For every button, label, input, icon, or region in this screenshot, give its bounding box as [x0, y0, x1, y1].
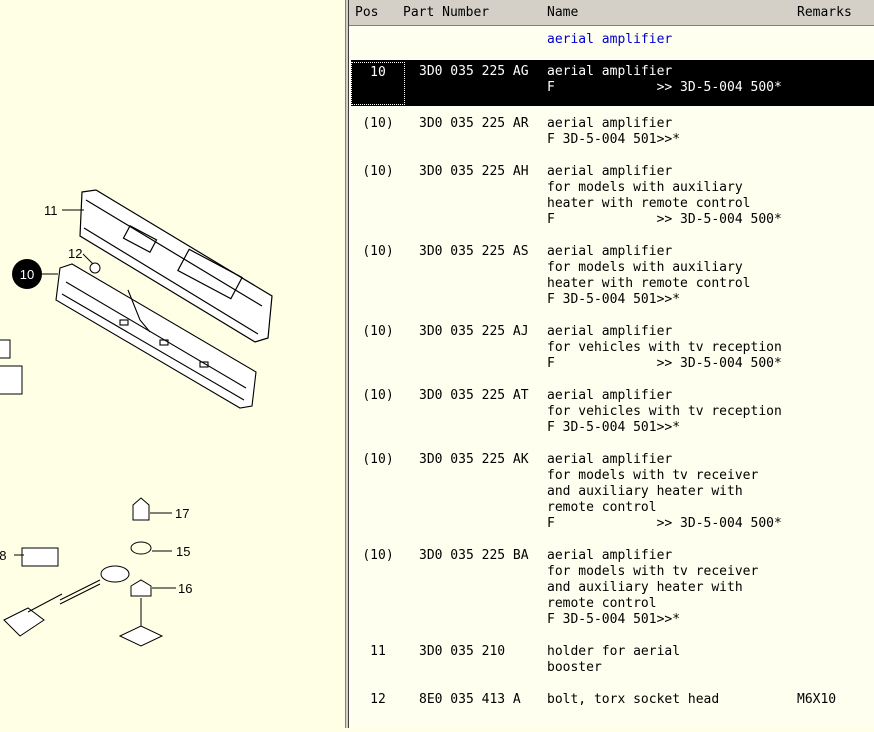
row-pos: (10) [362, 244, 394, 259]
row-pos: (10) [362, 452, 394, 467]
row-part-number: 3D0 035 225 AT [419, 388, 529, 403]
callout-12[interactable]: 12 [68, 246, 82, 261]
row-pos: (10) [362, 388, 394, 403]
callout-17[interactable]: 17 [175, 506, 189, 521]
fastener-stack-drawing [118, 497, 164, 647]
pane-splitter[interactable] [345, 0, 349, 728]
row-part-number: 3D0 035 225 AS [419, 244, 529, 259]
parts-table-row[interactable]: 11 3D0 035 210 holder for aerial booster [351, 640, 874, 686]
bolt-part-drawing [82, 253, 101, 274]
row-name: aerial amplifier for models with tv rece… [547, 452, 782, 531]
row-name: holder for aerial booster [547, 644, 681, 675]
parts-table-row[interactable]: (10) 3D0 035 225 AJ aerial amplifier for v… [351, 320, 874, 382]
row-part-number: 3D0 035 225 AJ [419, 324, 529, 339]
row-remarks: M6X10 [797, 692, 837, 707]
header-remarks[interactable]: Remarks [797, 5, 852, 20]
diagram-drawing: 10 11 12 17 15 16 18 [0, 189, 273, 647]
callout-11[interactable]: 11 [44, 203, 58, 218]
callout-10-marker[interactable] [12, 259, 42, 289]
parts-table-row[interactable]: 10 3D0 035 225 AG aerial amplifier F >> 3D… [351, 60, 874, 106]
parts-table-row[interactable]: (10) 3D0 035 225 AH aerial amplifier for m… [351, 160, 874, 238]
side-connector-drawing [0, 339, 23, 395]
section-title: aerial amplifier [547, 32, 673, 47]
row-name: aerial amplifier for models with tv rece… [547, 548, 759, 627]
row-pos: (10) [362, 116, 394, 131]
callout-18[interactable]: 18 [0, 548, 6, 563]
row-part-number: 3D0 035 225 AK [419, 452, 529, 467]
holder-part-drawing [79, 189, 273, 343]
parts-table-row[interactable]: (10) 3D0 035 225 AS aerial amplifier for m… [351, 240, 874, 318]
parts-table-row[interactable]: (10) 3D0 035 225 AT aerial amplifier for v… [351, 384, 874, 446]
header-name[interactable]: Name [547, 5, 579, 20]
row-pos: 12 [370, 692, 386, 707]
row-part-number: 3D0 035 225 AH [419, 164, 529, 179]
header-pos[interactable]: Pos [355, 5, 379, 20]
row-pos: (10) [362, 164, 394, 179]
parts-table-row[interactable]: (10) 3D0 035 225 AR aerial amplifier F 3D-… [351, 112, 874, 158]
cable-assembly-drawing [3, 547, 130, 637]
row-part-number: 3D0 035 210 [419, 644, 506, 659]
parts-list-header: Pos Part Number Name Remarks [349, 0, 874, 26]
row-name: aerial amplifier F 3D-5-004 501>>* [547, 116, 681, 147]
callout-leaders [14, 209, 176, 589]
header-part-number[interactable]: Part Number [403, 5, 490, 20]
row-name: aerial amplifier F >> 3D-5-004 500* [547, 64, 782, 95]
callout-10[interactable]: 10 [20, 267, 34, 282]
amplifier-part-drawing [55, 263, 257, 409]
exploded-parts-diagram[interactable]: 10 11 12 17 15 16 18 [0, 0, 345, 728]
row-part-number: 8E0 035 413 A [419, 692, 521, 707]
row-pos: (10) [362, 324, 394, 339]
row-part-number: 3D0 035 225 BA [419, 548, 529, 563]
row-pos: 10 [351, 62, 405, 105]
callout-16[interactable]: 16 [178, 581, 192, 596]
row-name: aerial amplifier for vehicles with tv re… [547, 324, 782, 371]
row-name: aerial amplifier for vehicles with tv re… [547, 388, 782, 435]
row-pos: (10) [362, 548, 394, 563]
parts-table-row[interactable]: 12 8E0 035 413 A bolt, torx socket head M6X… [351, 688, 874, 718]
row-name: aerial amplifier for models with auxilia… [547, 164, 782, 227]
callout-15[interactable]: 15 [176, 544, 190, 559]
row-part-number: 3D0 035 225 AG [419, 64, 529, 79]
row-name: aerial amplifier for models with auxilia… [547, 244, 751, 307]
parts-list-panel: Pos Part Number Name Remarks aerial ampl… [349, 0, 874, 728]
parts-table-row[interactable]: (10) 3D0 035 225 BA aerial amplifier for m… [351, 544, 874, 638]
parts-table-row[interactable]: (10) 3D0 035 225 AK aerial amplifier for m… [351, 448, 874, 542]
row-part-number: 3D0 035 225 AR [419, 116, 529, 131]
row-name: bolt, torx socket head [547, 692, 720, 707]
row-pos: 11 [370, 644, 386, 659]
